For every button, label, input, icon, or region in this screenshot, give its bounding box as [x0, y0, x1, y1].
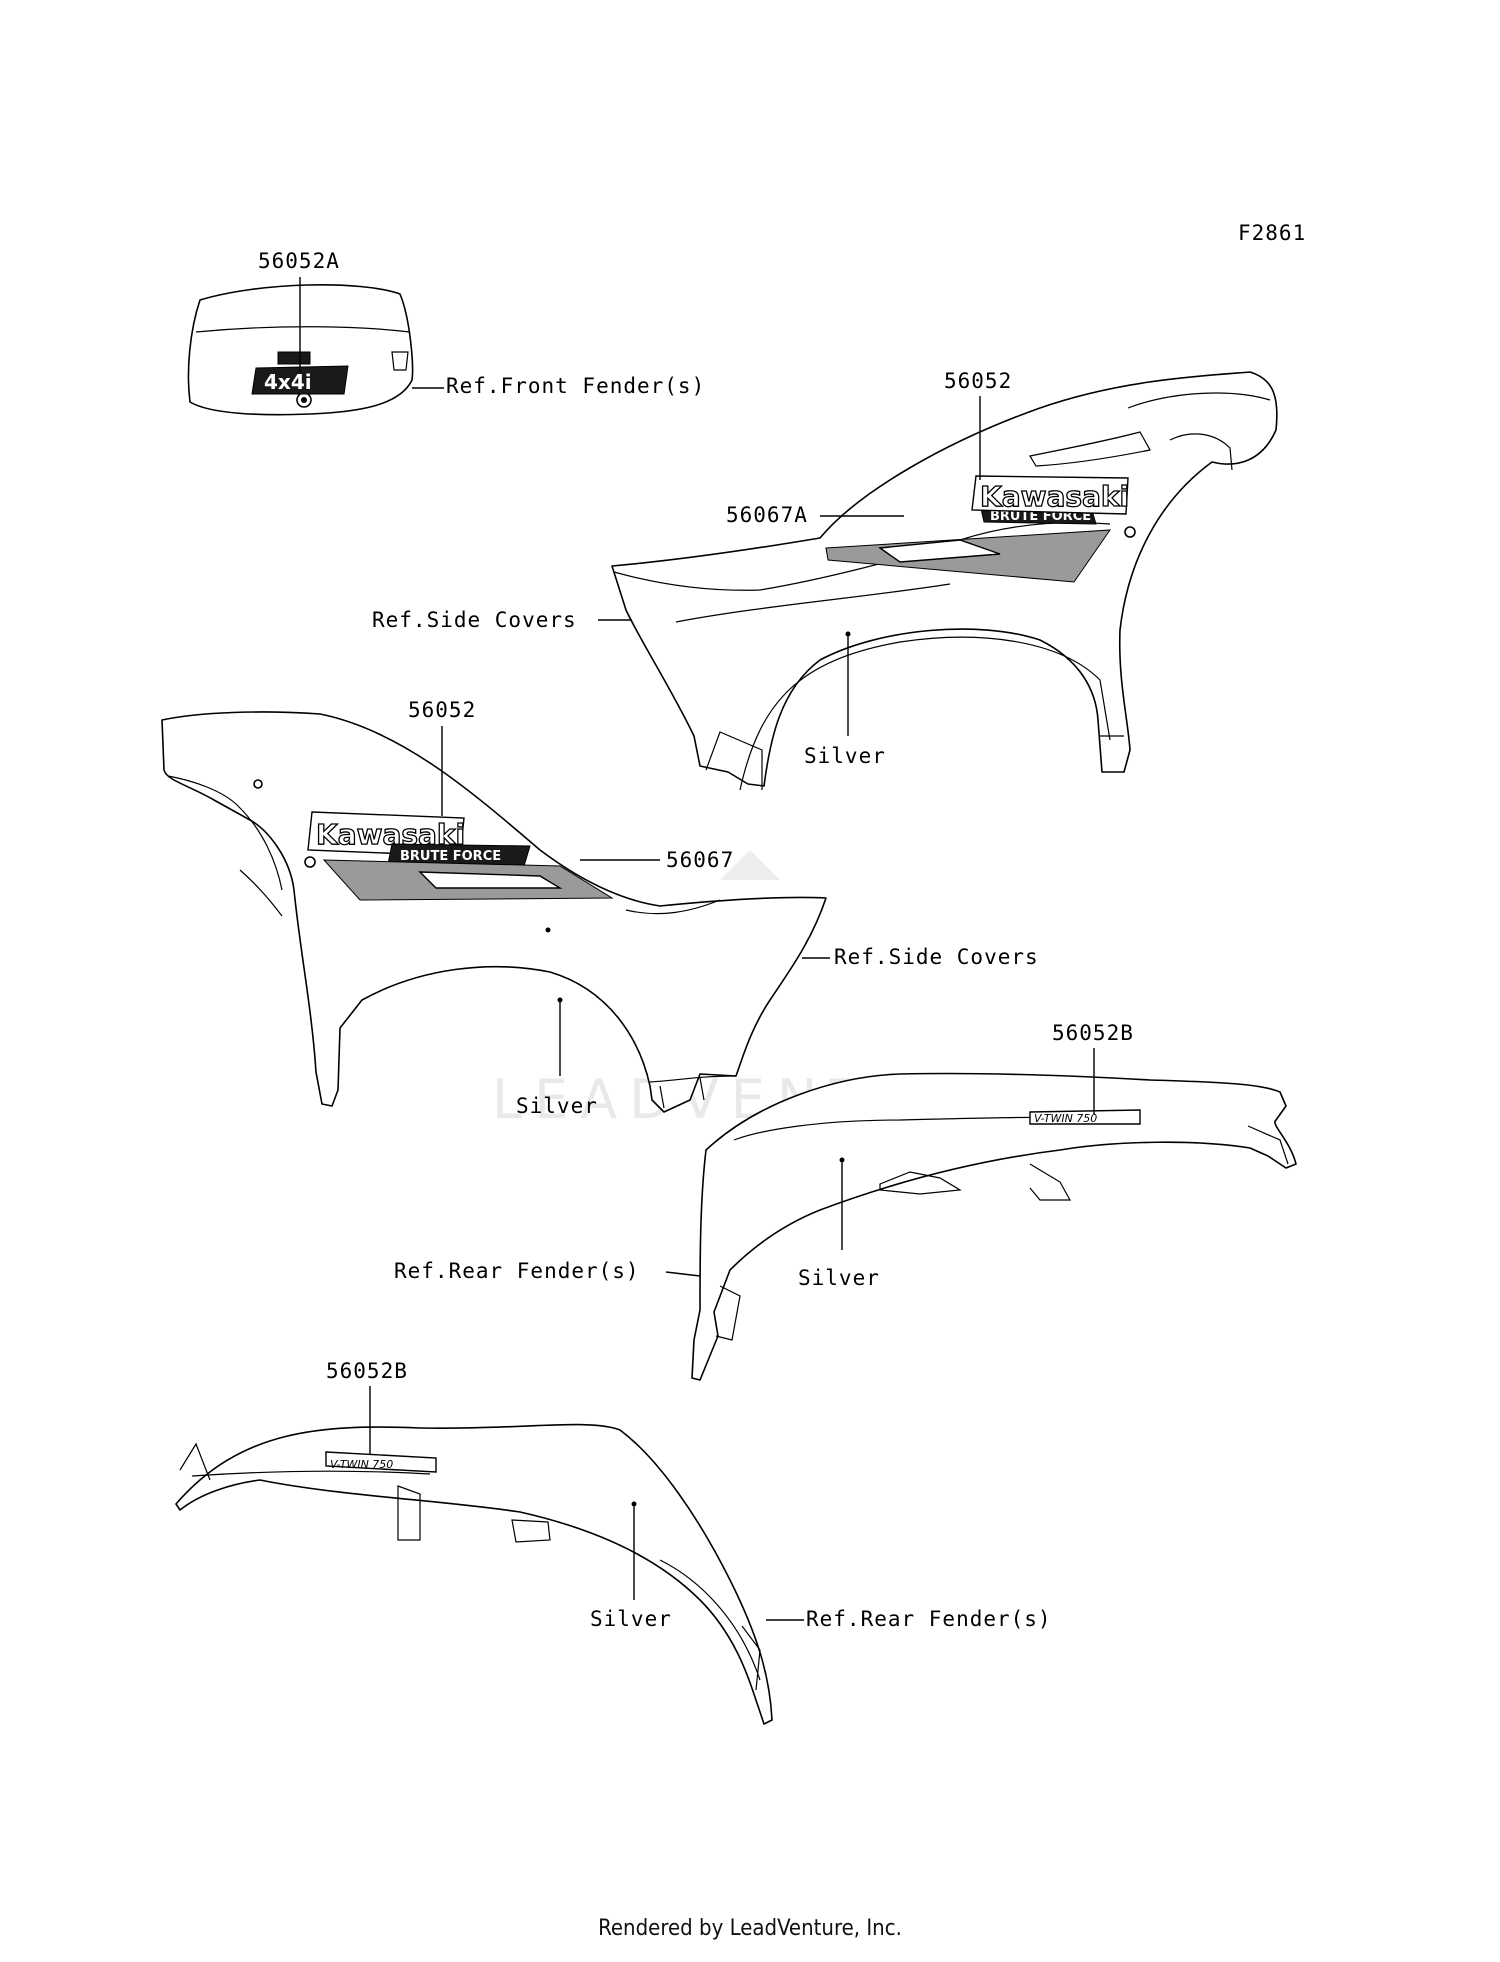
label-silver-rear-upper: Silver [798, 1266, 880, 1290]
rear-fender-lower-part: V-TWIN 750 [175, 1423, 773, 1725]
decal-brute-force-left-text: BRUTE FORCE [400, 849, 501, 864]
decal-brute-force-left: BRUTE FORCE [387, 843, 531, 867]
decal-kawasaki-right: Kawasaki [971, 475, 1130, 515]
decal-vtwin-lower-text: V-TWIN 750 [330, 1458, 393, 1471]
label-ref-rear-fender-lower: Ref.Rear Fender(s) [806, 1607, 1052, 1631]
left-side-cover-part: Kawasaki BRUTE FORCE [161, 711, 827, 1113]
decal-vtwin-lower: V-TWIN 750 [325, 1451, 437, 1473]
decal-4x4: 4x4i [251, 351, 349, 395]
decal-stripe-right [825, 529, 1111, 583]
label-56067A: 56067A [726, 503, 808, 527]
label-56067: 56067 [666, 848, 734, 872]
label-56052B-lower: 56052B [326, 1359, 408, 1383]
right-side-cover-part: BRUTE FORCE Kawasaki [611, 371, 1278, 791]
figure-code: F2861 [1238, 221, 1306, 245]
decal-4x4-text: 4x4i [264, 370, 312, 394]
footer-credit: Rendered by LeadVenture, Inc. [598, 1916, 902, 1941]
rear-fender-upper-part: V-TWIN 750 [691, 1072, 1297, 1381]
decal-kawasaki-right-text: Kawasaki [980, 480, 1129, 513]
decal-vtwin-upper-text: V-TWIN 750 [1034, 1112, 1097, 1125]
label-56052-right: 56052 [944, 369, 1012, 393]
label-ref-side-covers-left: Ref.Side Covers [834, 945, 1039, 969]
label-silver-rear-lower: Silver [590, 1607, 672, 1631]
label-ref-rear-fender-upper: Ref.Rear Fender(s) [394, 1259, 640, 1283]
label-ref-side-covers-right: Ref.Side Covers [372, 608, 577, 632]
label-ref-front-fender: Ref.Front Fender(s) [446, 374, 705, 398]
label-silver-left: Silver [516, 1094, 598, 1118]
label-silver-right: Silver [804, 744, 886, 768]
decal-vtwin-upper: V-TWIN 750 [1029, 1109, 1141, 1125]
label-56052A: 56052A [258, 249, 340, 273]
decal-stripe-left [322, 859, 614, 901]
label-56052-left: 56052 [408, 698, 476, 722]
label-56052B-upper: 56052B [1052, 1021, 1134, 1045]
